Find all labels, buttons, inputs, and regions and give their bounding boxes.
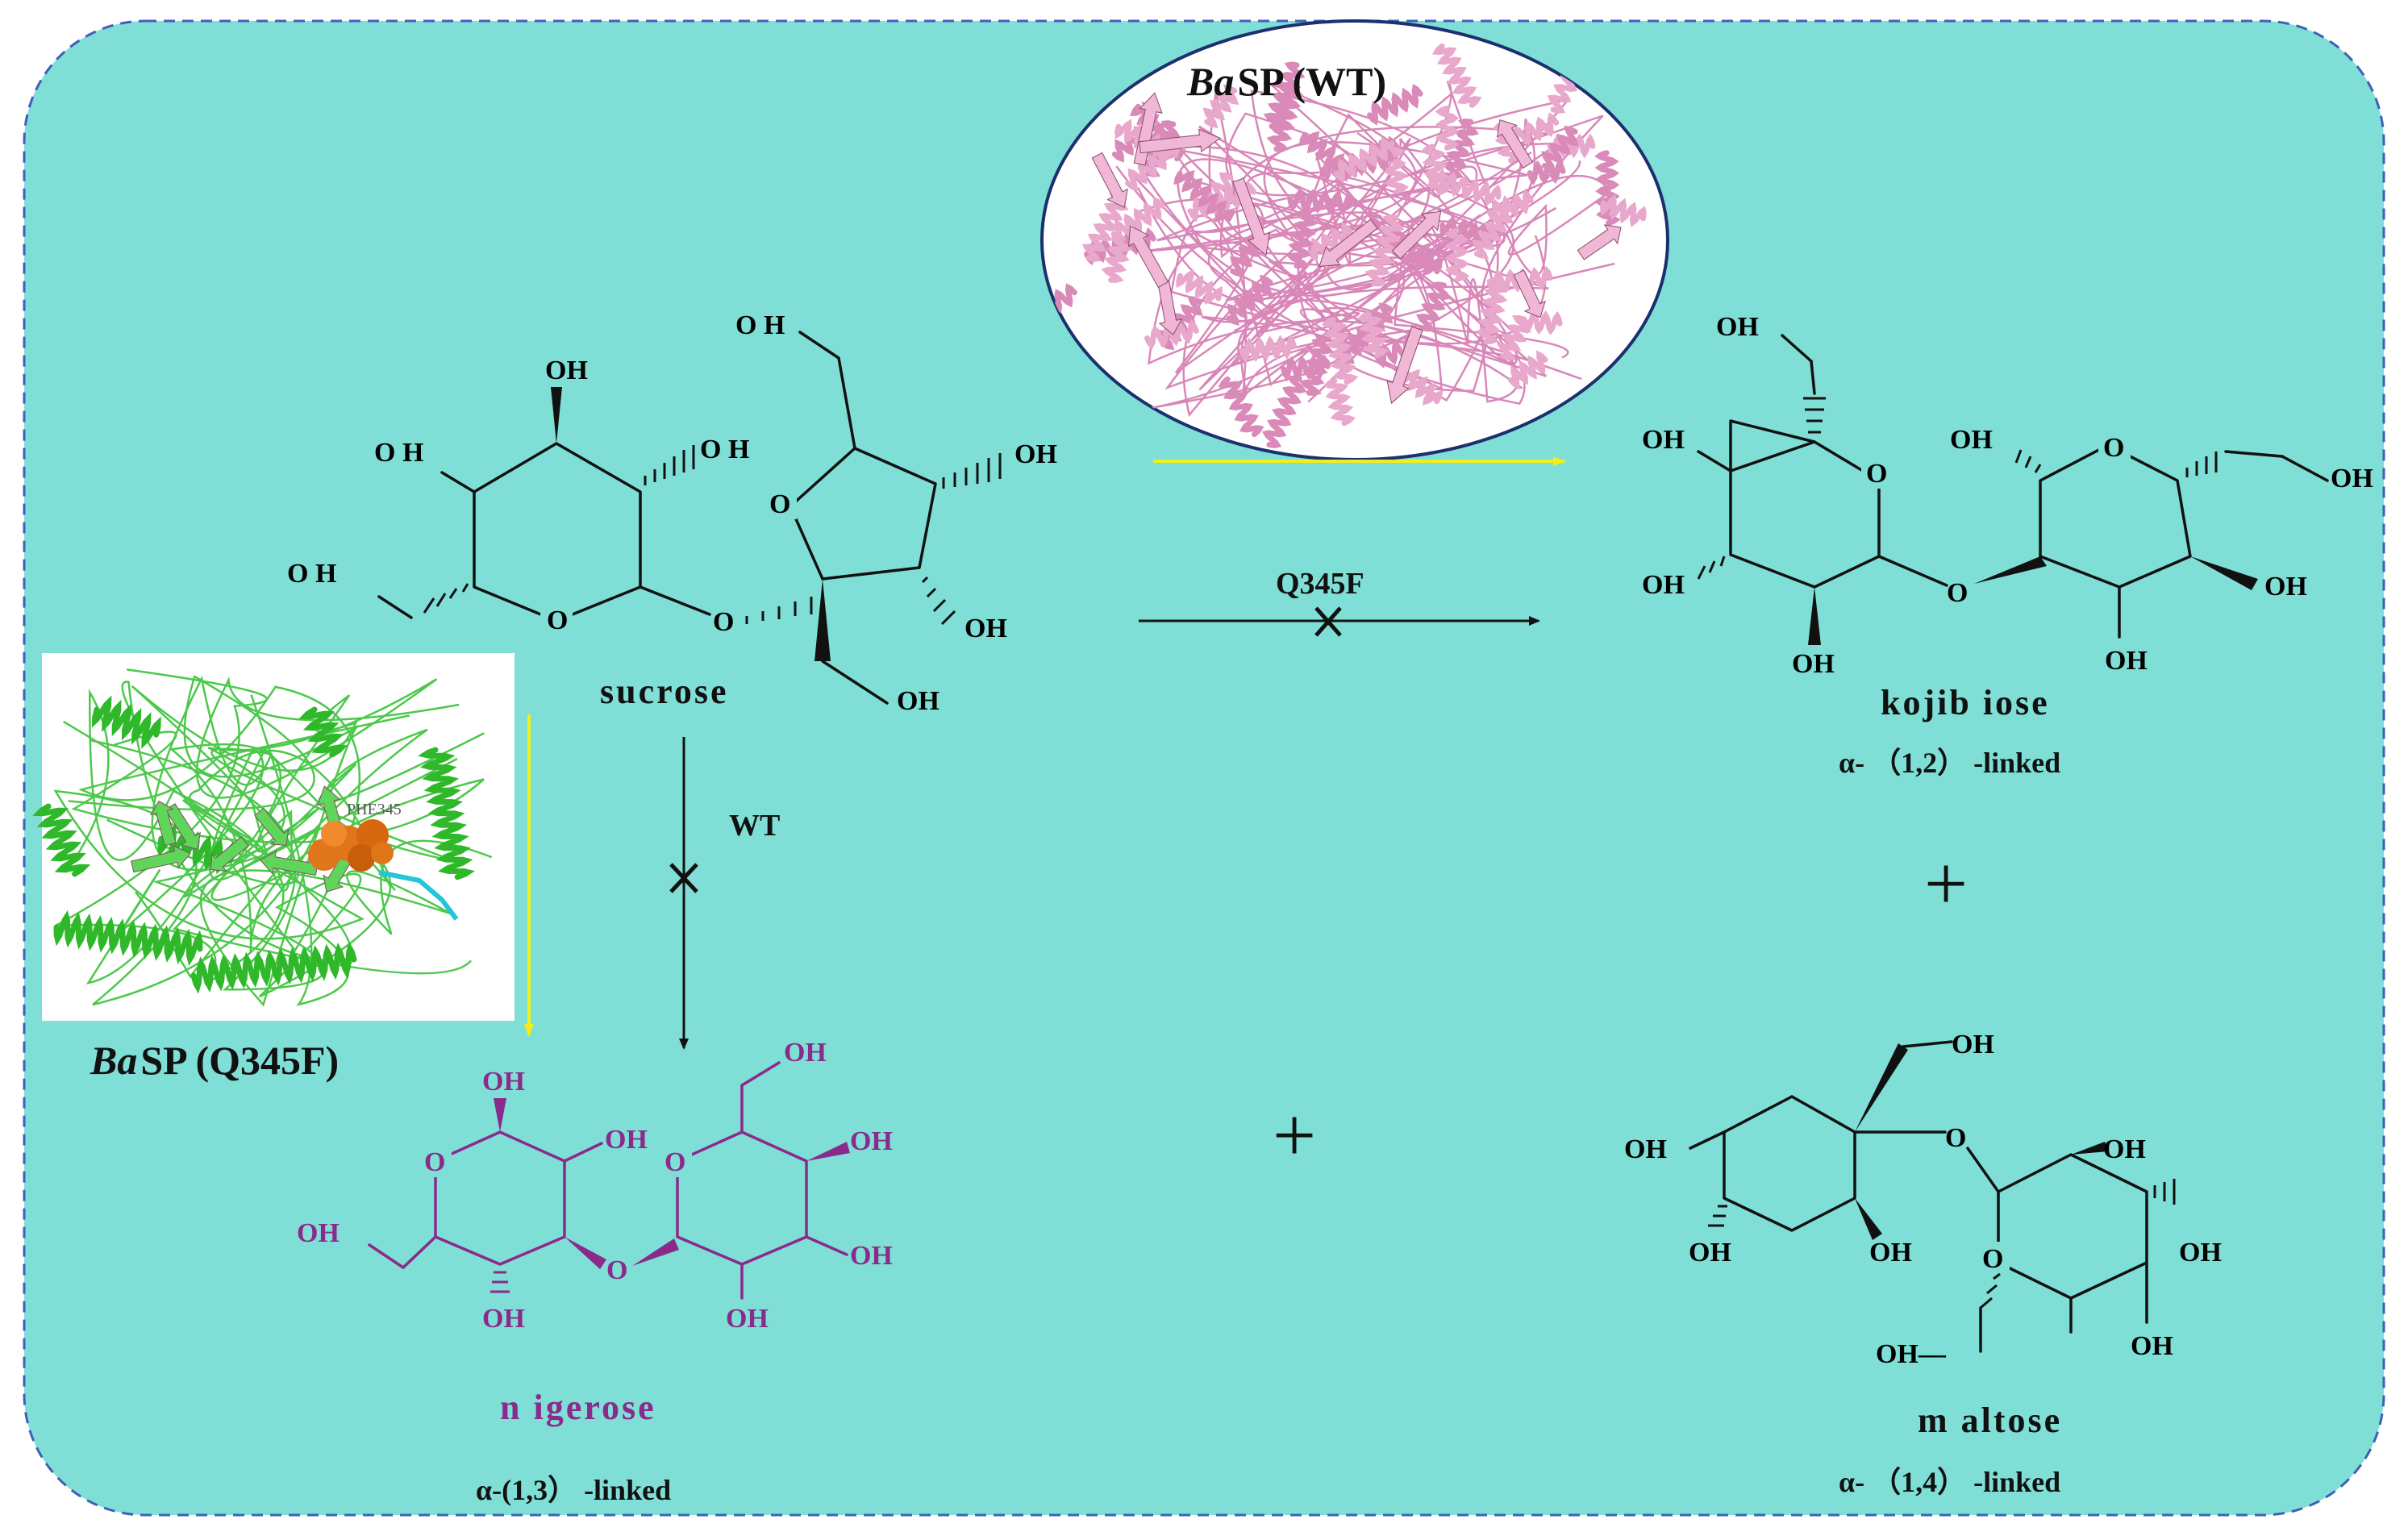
svg-text:O H: O H bbox=[287, 559, 336, 589]
residue-label: PHE345 bbox=[347, 801, 402, 818]
arrow-wt: WT bbox=[669, 737, 780, 1050]
svg-text:OH: OH bbox=[1689, 1238, 1731, 1268]
svg-text:OH: OH bbox=[850, 1241, 893, 1271]
svg-text:O H: O H bbox=[374, 438, 423, 468]
nigerose-name: n igerose bbox=[500, 1388, 656, 1427]
kojibiose-name: kojib iose bbox=[1881, 683, 2050, 722]
svg-text:O: O bbox=[547, 606, 568, 635]
kojibiose-structure: O OH OH OH OH O O OH bbox=[1642, 312, 2373, 679]
svg-text:OH: OH bbox=[1642, 425, 1685, 455]
wt-enzyme-structure: BaSP (WT) bbox=[1040, 19, 1669, 461]
svg-text:OH: OH bbox=[482, 1304, 525, 1334]
maltose-linkage: α- （1,4） -linked bbox=[1839, 1466, 2060, 1498]
sucrose-name: sucrose bbox=[600, 672, 729, 711]
svg-text:OH: OH bbox=[2264, 572, 2307, 601]
svg-text:OH—: OH— bbox=[1876, 1339, 1947, 1369]
mutant-enzyme-label: BaSP (Q345F) bbox=[90, 1038, 339, 1083]
svg-text:OH: OH bbox=[2103, 1134, 2146, 1164]
svg-text:OH: OH bbox=[297, 1218, 340, 1248]
svg-text:O: O bbox=[769, 489, 790, 519]
svg-text:OH: OH bbox=[1014, 439, 1057, 469]
svg-text:O H: O H bbox=[700, 435, 749, 464]
phe345-residue: PHE345 bbox=[308, 801, 459, 921]
svg-text:O: O bbox=[1945, 1123, 1966, 1153]
svg-text:OH: OH bbox=[964, 614, 1007, 643]
svg-text:O: O bbox=[713, 607, 734, 637]
svg-text:O: O bbox=[2103, 433, 2124, 463]
maltose-structure: OH OH OH OH O O OH OH OH OH— bbox=[1624, 1030, 2222, 1369]
svg-text:O: O bbox=[606, 1255, 627, 1285]
svg-text:OH: OH bbox=[2105, 646, 2148, 676]
svg-text:O H: O H bbox=[735, 310, 785, 340]
svg-text:OH: OH bbox=[2131, 1331, 2173, 1361]
svg-text:O: O bbox=[664, 1147, 685, 1177]
q345f-label: Q345F bbox=[1276, 567, 1364, 601]
svg-text:OH: OH bbox=[1716, 312, 1759, 342]
svg-text:O: O bbox=[1947, 578, 1968, 608]
svg-text:OH: OH bbox=[605, 1125, 648, 1155]
svg-text:OH: OH bbox=[545, 356, 588, 385]
wt-label: WT bbox=[729, 809, 780, 843]
blocked-cross-top bbox=[1314, 606, 1342, 637]
maltose-name: m altose bbox=[1918, 1401, 2062, 1440]
svg-text:OH: OH bbox=[850, 1126, 893, 1156]
nigerose-structure: O OH OH OH OH O O OH OH OH OH bbox=[297, 1038, 893, 1334]
svg-text:OH: OH bbox=[1952, 1030, 1994, 1059]
svg-text:OH: OH bbox=[2179, 1238, 2222, 1268]
svg-text:O: O bbox=[1982, 1244, 2003, 1274]
svg-text:OH: OH bbox=[1624, 1134, 1667, 1164]
wt-enzyme-label: BaSP (WT) bbox=[1186, 59, 1386, 104]
blocked-cross-left bbox=[669, 863, 698, 893]
arrow-q345f: Q345F bbox=[1139, 567, 1540, 637]
svg-text:O: O bbox=[1866, 459, 1887, 489]
svg-text:O: O bbox=[424, 1147, 445, 1177]
svg-text:OH: OH bbox=[1792, 649, 1835, 679]
svg-text:OH: OH bbox=[897, 686, 939, 716]
svg-text:OH: OH bbox=[1869, 1238, 1912, 1268]
svg-text:OH: OH bbox=[2331, 464, 2373, 493]
svg-text:OH: OH bbox=[482, 1067, 525, 1097]
sucrose-structure: O OH O H O H O H O O bbox=[287, 310, 1057, 716]
svg-text:OH: OH bbox=[1642, 570, 1685, 600]
background-panel bbox=[23, 19, 2385, 1517]
mutant-enzyme-structure: PHE345 bbox=[32, 653, 515, 1021]
svg-text:OH: OH bbox=[726, 1304, 769, 1334]
svg-text:OH: OH bbox=[1950, 425, 1993, 455]
nigerose-linkage: α-(1,3） -linked bbox=[476, 1474, 671, 1506]
plus-middle: + bbox=[1273, 1092, 1316, 1178]
kojibiose-linkage: α- （1,2） -linked bbox=[1839, 747, 2060, 779]
svg-text:OH: OH bbox=[784, 1038, 827, 1068]
plus-right: + bbox=[1924, 840, 1968, 926]
